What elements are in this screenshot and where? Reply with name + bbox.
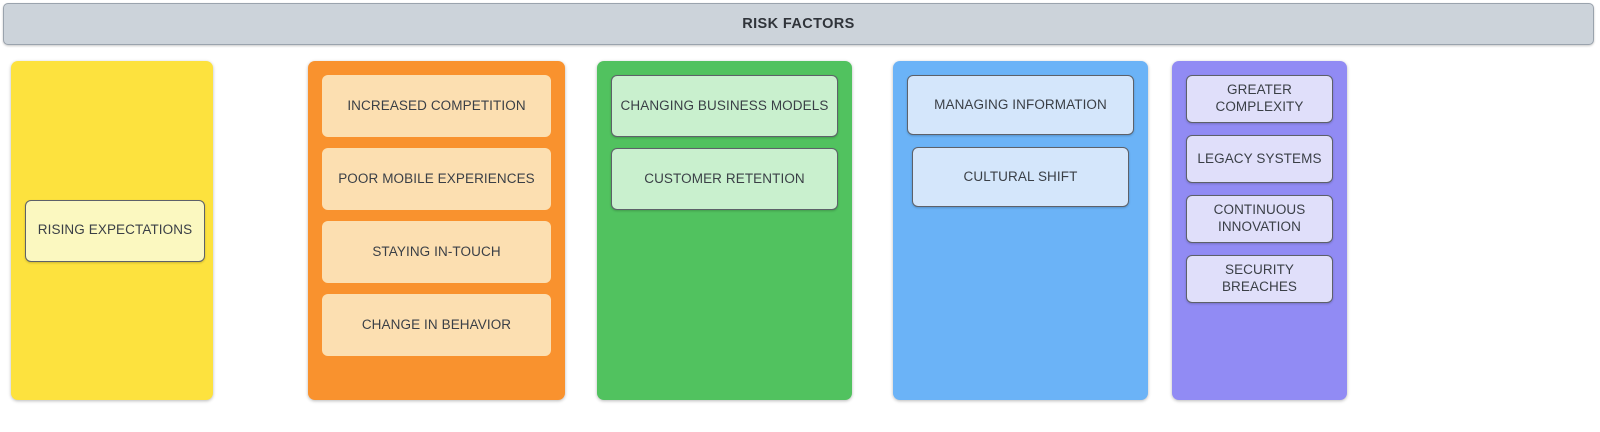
column-green[interactable]: CHANGING BUSINESS MODELS CUSTOMER RETENT… (597, 61, 852, 400)
card-managing-information[interactable]: MANAGING INFORMATION (907, 75, 1134, 135)
board-header-bar: RISK FACTORS (3, 3, 1594, 45)
column-purple[interactable]: GREATER COMPLEXITY LEGACY SYSTEMS CONTIN… (1172, 61, 1347, 400)
card-greater-complexity[interactable]: GREATER COMPLEXITY (1186, 75, 1333, 123)
card-poor-mobile-experiences[interactable]: POOR MOBILE EXPERIENCES (322, 148, 551, 210)
card-customer-retention[interactable]: CUSTOMER RETENTION (611, 148, 838, 210)
column-orange[interactable]: INCREASED COMPETITION POOR MOBILE EXPERI… (308, 61, 565, 400)
card-changing-business-models[interactable]: CHANGING BUSINESS MODELS (611, 75, 838, 137)
columns-container: RISING EXPECTATIONS INCREASED COMPETITIO… (0, 61, 1600, 403)
card-cultural-shift[interactable]: CULTURAL SHIFT (911, 147, 1130, 207)
page-title: RISK FACTORS (742, 16, 855, 32)
card-rising-expectations[interactable]: RISING EXPECTATIONS (25, 199, 205, 262)
card-legacy-systems[interactable]: LEGACY SYSTEMS (1186, 135, 1333, 183)
card-staying-in-touch[interactable]: STAYING IN-TOUCH (322, 221, 551, 283)
card-continuous-innovation[interactable]: CONTINUOUS INNOVATION (1186, 195, 1333, 243)
card-change-in-behavior[interactable]: CHANGE IN BEHAVIOR (322, 294, 551, 356)
card-increased-competition[interactable]: INCREASED COMPETITION (322, 75, 551, 137)
column-yellow[interactable]: RISING EXPECTATIONS (11, 61, 213, 400)
column-blue[interactable]: MANAGING INFORMATION CULTURAL SHIFT (893, 61, 1148, 400)
card-security-breaches[interactable]: SECURITY BREACHES (1186, 255, 1333, 303)
